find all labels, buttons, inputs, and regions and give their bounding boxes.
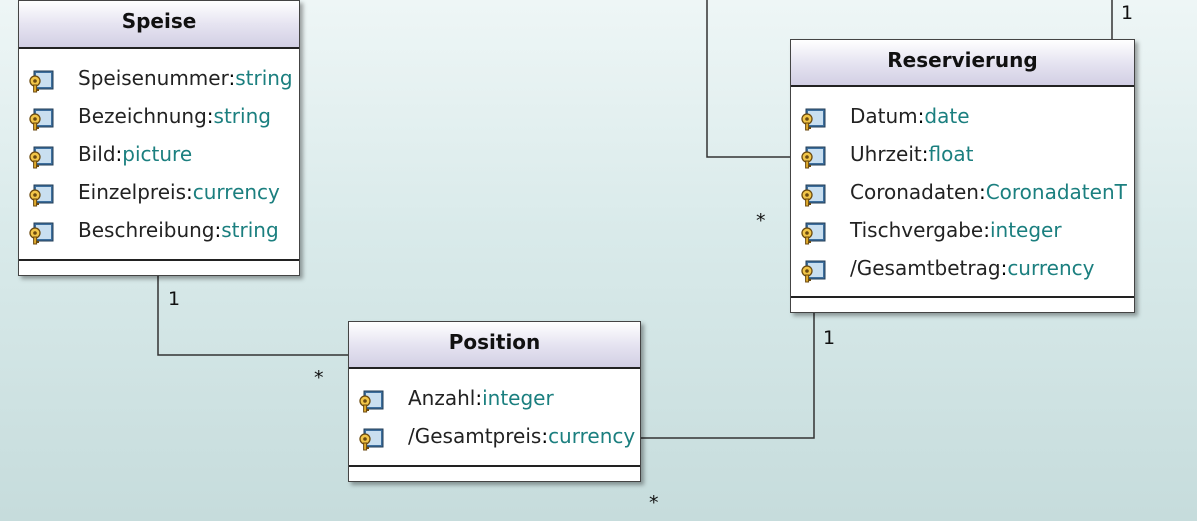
- operations-compartment: [791, 296, 1134, 312]
- multiplicity-reservierung-left: *: [756, 210, 766, 232]
- class-reservierung[interactable]: Reservierung Datum:date Uhrzeit:float Co…: [790, 39, 1135, 313]
- attribute-type: integer: [989, 218, 1062, 242]
- key-icon: [357, 387, 385, 413]
- key-icon: [27, 143, 55, 169]
- attribute-list: Datum:date Uhrzeit:float Coronadaten:Cor…: [791, 87, 1134, 287]
- attribute-row[interactable]: Datum:date: [791, 97, 1134, 135]
- attribute-list: Speisenummer:string Bezeichnung:string B…: [19, 49, 299, 249]
- attribute-type: picture: [122, 142, 193, 166]
- attribute-name: Anzahl: [408, 386, 476, 410]
- multiplicity-reservierung-top: 1: [1121, 2, 1134, 24]
- key-icon: [799, 219, 827, 245]
- attribute-name: Einzelpreis: [78, 180, 186, 204]
- key-icon: [799, 105, 827, 131]
- multiplicity-reservierung-bottom: 1: [823, 327, 836, 349]
- multiplicity-position-left: *: [314, 367, 324, 389]
- key-icon: [357, 425, 385, 451]
- attribute-list: Anzahl:integer /Gesamtpreis:currency: [349, 369, 640, 455]
- attribute-type: CoronadatenT: [985, 180, 1127, 204]
- attribute-name: /Gesamtpreis: [408, 424, 542, 448]
- attribute-type: float: [928, 142, 974, 166]
- attribute-type: integer: [482, 386, 554, 410]
- class-position[interactable]: Position Anzahl:integer /Gesamtpreis:cur…: [348, 321, 641, 482]
- attribute-name: Coronadaten: [850, 180, 979, 204]
- key-icon: [799, 257, 827, 283]
- attribute-type: currency: [548, 424, 636, 448]
- attribute-name: Datum: [850, 104, 918, 128]
- attribute-row[interactable]: /Gesamtbetrag:currency: [791, 249, 1134, 287]
- operations-compartment: [19, 259, 299, 275]
- association-position-reservierung: [640, 313, 815, 439]
- attribute-type: currency: [1007, 256, 1095, 280]
- attribute-name: Bild: [78, 142, 116, 166]
- attribute-row[interactable]: Anzahl:integer: [349, 379, 640, 417]
- attribute-row[interactable]: Tischvergabe:integer: [791, 211, 1134, 249]
- attribute-row[interactable]: Coronadaten:CoronadatenT: [791, 173, 1134, 211]
- key-icon: [27, 105, 55, 131]
- attribute-row[interactable]: Speisenummer:string: [19, 59, 299, 97]
- attribute-type: date: [924, 104, 970, 128]
- attribute-name: /Gesamtbetrag: [850, 256, 1001, 280]
- attribute-name: Speisenummer: [78, 66, 229, 90]
- key-icon: [27, 181, 55, 207]
- attribute-name: Beschreibung: [78, 218, 215, 242]
- attribute-row[interactable]: Bezeichnung:string: [19, 97, 299, 135]
- attribute-type: currency: [192, 180, 280, 204]
- class-title: Reservierung: [791, 40, 1134, 87]
- attribute-row[interactable]: /Gesamtpreis:currency: [349, 417, 640, 455]
- attribute-name: Uhrzeit: [850, 142, 922, 166]
- attribute-type: string: [235, 66, 293, 90]
- key-icon: [27, 219, 55, 245]
- multiplicity-position-bottom: *: [649, 492, 659, 514]
- key-icon: [27, 67, 55, 93]
- key-icon: [799, 181, 827, 207]
- key-icon: [799, 143, 827, 169]
- class-speise[interactable]: Speise Speisenummer:string Bezeichnung:s…: [18, 0, 300, 276]
- attribute-row[interactable]: Bild:picture: [19, 135, 299, 173]
- attribute-row[interactable]: Uhrzeit:float: [791, 135, 1134, 173]
- attribute-row[interactable]: Einzelpreis:currency: [19, 173, 299, 211]
- attribute-type: string: [221, 218, 279, 242]
- association-reservierung-external-left: [706, 0, 790, 158]
- attribute-type: string: [213, 104, 271, 128]
- class-title: Position: [349, 322, 640, 369]
- attribute-row[interactable]: Beschreibung:string: [19, 211, 299, 249]
- association-speise-position: [157, 276, 348, 356]
- operations-compartment: [349, 465, 640, 481]
- multiplicity-speise-bottom: 1: [168, 288, 181, 310]
- class-title: Speise: [19, 1, 299, 49]
- attribute-name: Tischvergabe: [850, 218, 984, 242]
- attribute-name: Bezeichnung: [78, 104, 207, 128]
